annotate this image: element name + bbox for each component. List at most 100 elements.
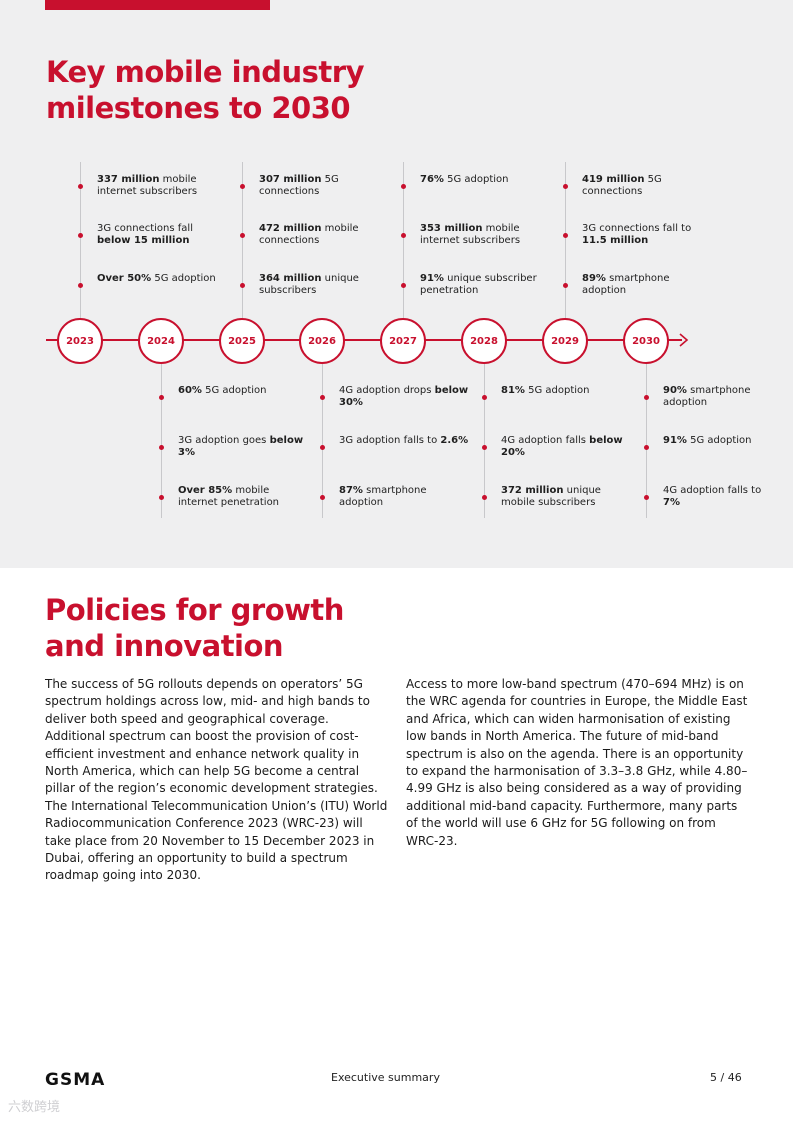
stat-text: 4G adoption falls to [663,485,762,496]
stat-text: smartphone adoption [582,273,670,296]
stat-highlight: 91% [420,273,444,284]
stat-text: smartphone adoption [663,385,751,408]
milestone-stat: 76% 5G adoption [420,174,552,186]
milestone-stat: 307 million 5G connections [259,174,391,198]
milestone-stat: 91% unique subscriber penetration [420,273,552,297]
timeline-dot [563,283,568,288]
year-marker-2025: 2025 [219,318,265,364]
stat-text: mobile internet subscribers [420,223,521,246]
stat-text: 5G adoption [443,174,509,185]
year-marker-2023: 2023 [57,318,103,364]
milestone-stat: 4G adoption falls to 7% [663,485,768,509]
year-marker-2024: 2024 [138,318,184,364]
stat-highlight: 307 million [259,174,322,185]
timeline-dot [563,184,568,189]
stat-highlight: 76% [420,174,444,185]
timeline-connector [242,162,243,318]
year-marker-2030: 2030 [623,318,669,364]
stat-highlight: 91% [663,435,687,446]
timeline-connector [484,362,485,518]
year-marker-2028: 2028 [461,318,507,364]
stat-text: 5G adoption [686,435,752,446]
stat-highlight: Over 50% [97,273,152,284]
stat-text: 3G adoption falls to [339,435,441,446]
milestones-panel [0,0,793,568]
stat-highlight: Over 85% [178,485,233,496]
stat-highlight: 364 million [259,273,322,284]
timeline-dot [644,495,649,500]
timeline-dot [159,395,164,400]
milestone-stat: 3G adoption falls to 2.6% [339,435,471,447]
milestone-stat: 4G adoption drops below 30% [339,385,471,409]
stat-text: 3G adoption goes [178,435,270,446]
stat-text: 3G connections fall [97,223,193,234]
milestone-stat: 372 million unique mobile subscribers [501,485,633,509]
milestone-stat: 353 million mobile internet subscribers [420,223,552,247]
milestone-stat: 364 million unique subscribers [259,273,391,297]
stat-highlight: 90% [663,385,687,396]
footer-section-label: Executive summary [331,1071,440,1084]
timeline-dot [644,395,649,400]
stat-highlight: below 20% [501,435,623,458]
stat-highlight: 372 million [501,485,564,496]
timeline-dot [482,445,487,450]
timeline-dot [240,283,245,288]
stat-highlight: 337 million [97,174,160,185]
stat-text: mobile connections [259,223,359,246]
timeline-dot [482,495,487,500]
milestone-stat: 90% smartphone adoption [663,385,768,409]
accent-bar [45,0,270,10]
stat-highlight: 60% [178,385,202,396]
timeline-dot [482,395,487,400]
milestone-stat: 87% smartphone adoption [339,485,471,509]
stat-highlight: 89% [582,273,606,284]
timeline-connector [80,162,81,318]
gsma-logo: GSMA [45,1070,106,1090]
timeline-dot [563,233,568,238]
page-number: 5 / 46 [710,1071,742,1084]
milestone-stat: 419 million 5G connections [582,174,714,198]
timeline-dot [320,495,325,500]
timeline-dot [78,184,83,189]
stat-text: 5G adoption [524,385,590,396]
stat-text: 4G adoption falls [501,435,590,446]
stat-highlight: 7% [663,497,680,508]
stat-text: 5G adoption [151,273,216,284]
stat-text: mobile internet subscribers [97,174,198,197]
stat-text: smartphone adoption [339,485,427,508]
stat-highlight: below 30% [339,385,469,408]
year-marker-2029: 2029 [542,318,588,364]
year-marker-2026: 2026 [299,318,345,364]
timeline-connector [403,162,404,318]
policies-paragraph-left: The success of 5G rollouts depends on op… [45,677,388,883]
timeline-dot [159,445,164,450]
stat-highlight: below 3% [178,435,304,458]
timeline-dot [401,184,406,189]
timeline-dot [78,233,83,238]
stat-text: unique subscriber penetration [420,273,537,296]
milestone-stat: 337 million mobile internet subscribers [97,174,229,198]
year-marker-2027: 2027 [380,318,426,364]
timeline-dot [240,233,245,238]
stat-text: unique subscribers [259,273,359,296]
milestone-stat: 3G adoption goes below 3% [178,435,310,459]
policies-paragraph-right: Access to more low-band spectrum (470–69… [406,677,748,848]
stat-highlight: 419 million [582,174,645,185]
timeline-dot [320,445,325,450]
timeline-connector [646,362,647,518]
stat-text: 4G adoption drops [339,385,435,396]
timeline-dot [401,283,406,288]
timeline-connector [161,362,162,518]
arrow-right-icon [679,333,689,347]
stat-highlight: 87% [339,485,363,496]
stat-text: mobile internet penetration [178,485,280,508]
timeline-dot [320,395,325,400]
milestone-stat: 60% 5G adoption [178,385,310,397]
policies-title: Policies for growth and innovation [45,593,344,663]
milestone-stat: 4G adoption falls below 20% [501,435,633,459]
stat-text: 5G adoption [201,385,267,396]
milestone-stat: 3G connections fall to 11.5 million [582,223,714,247]
milestone-stat: 472 million mobile connections [259,223,391,247]
milestone-stat: Over 85% mobile internet penetration [178,485,310,509]
stat-highlight: 11.5 million [582,235,649,246]
